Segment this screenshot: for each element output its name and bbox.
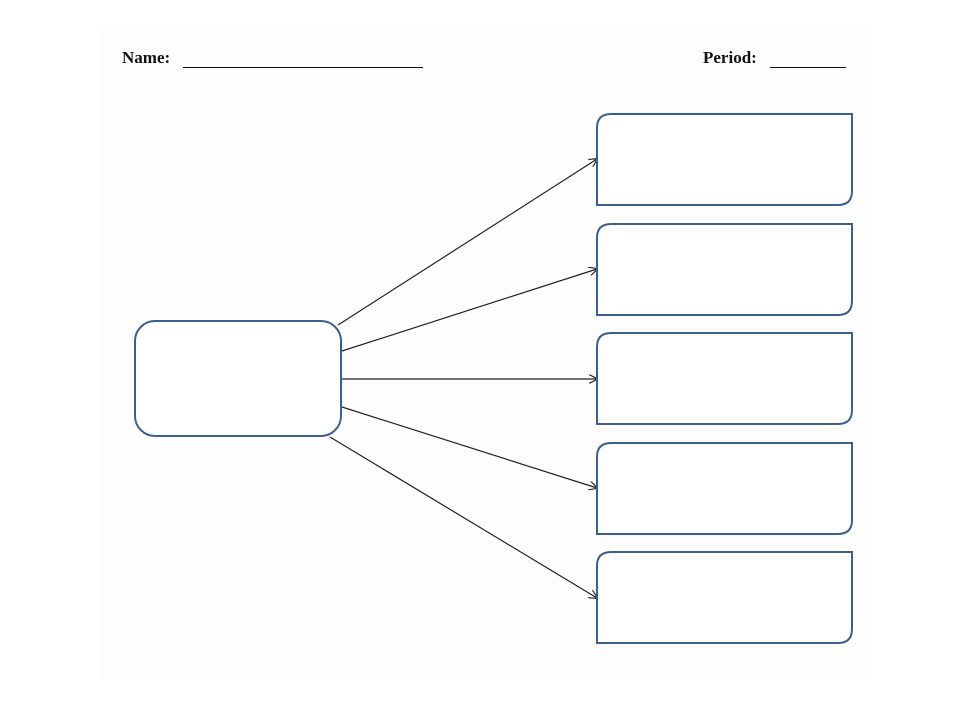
period-label: Period: bbox=[703, 48, 757, 67]
arrow-1 bbox=[337, 159, 597, 326]
name-blank-line[interactable] bbox=[183, 67, 423, 68]
arrow-4 bbox=[341, 406, 597, 488]
organizer-boxes bbox=[134, 113, 853, 644]
target-box-5[interactable] bbox=[596, 551, 853, 644]
target-box-2[interactable] bbox=[596, 223, 853, 316]
period-blank-line[interactable] bbox=[770, 67, 846, 68]
arrow-2 bbox=[341, 269, 597, 352]
target-box-3[interactable] bbox=[596, 332, 853, 425]
name-label: Name: bbox=[122, 48, 171, 67]
target-box-1[interactable] bbox=[596, 113, 853, 206]
source-box[interactable] bbox=[134, 320, 342, 437]
arrow-5 bbox=[329, 436, 597, 598]
target-box-4[interactable] bbox=[596, 442, 853, 535]
connector-arrows bbox=[329, 159, 597, 598]
